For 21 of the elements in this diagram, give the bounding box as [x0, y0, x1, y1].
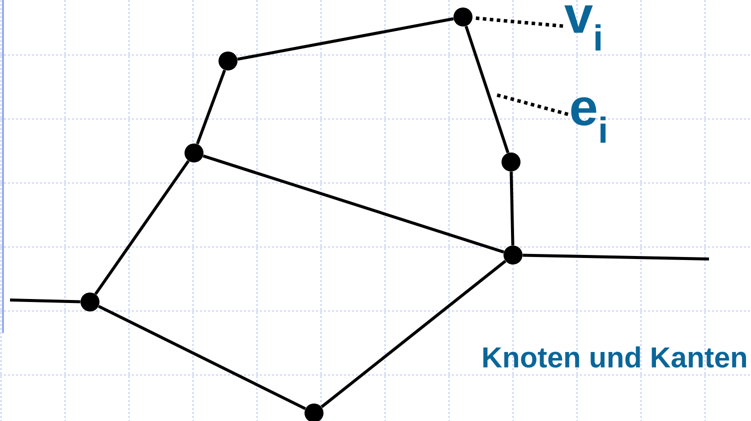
- graph-edge: [196, 70, 226, 144]
- graph-edge: [464, 26, 510, 154]
- vertex-dot: [454, 8, 472, 26]
- variable-label: e$_{i}$: [571, 97, 606, 143]
- vertex-dot: [218, 52, 238, 70]
- graph-edge: [10, 298, 80, 304]
- graph-edge: [522, 254, 710, 260]
- graph-edge: [320, 260, 506, 408]
- vertex-dot: [504, 246, 522, 264]
- caption: Knoten und Kanten: [483, 346, 746, 368]
- graph-edge: [98, 304, 306, 410]
- leader-line: [496, 93, 568, 116]
- vertex-dot: [80, 292, 100, 312]
- graph-edge: [94, 160, 190, 295]
- graph-edge: [202, 154, 504, 254]
- leader-line: [472, 16, 564, 28]
- graph-edge: [237, 17, 454, 61]
- variable-label: v$_{i}$: [564, 5, 601, 51]
- vertex-dot: [502, 152, 520, 172]
- graph-edge: [510, 172, 514, 246]
- vertex-dot: [184, 144, 204, 162]
